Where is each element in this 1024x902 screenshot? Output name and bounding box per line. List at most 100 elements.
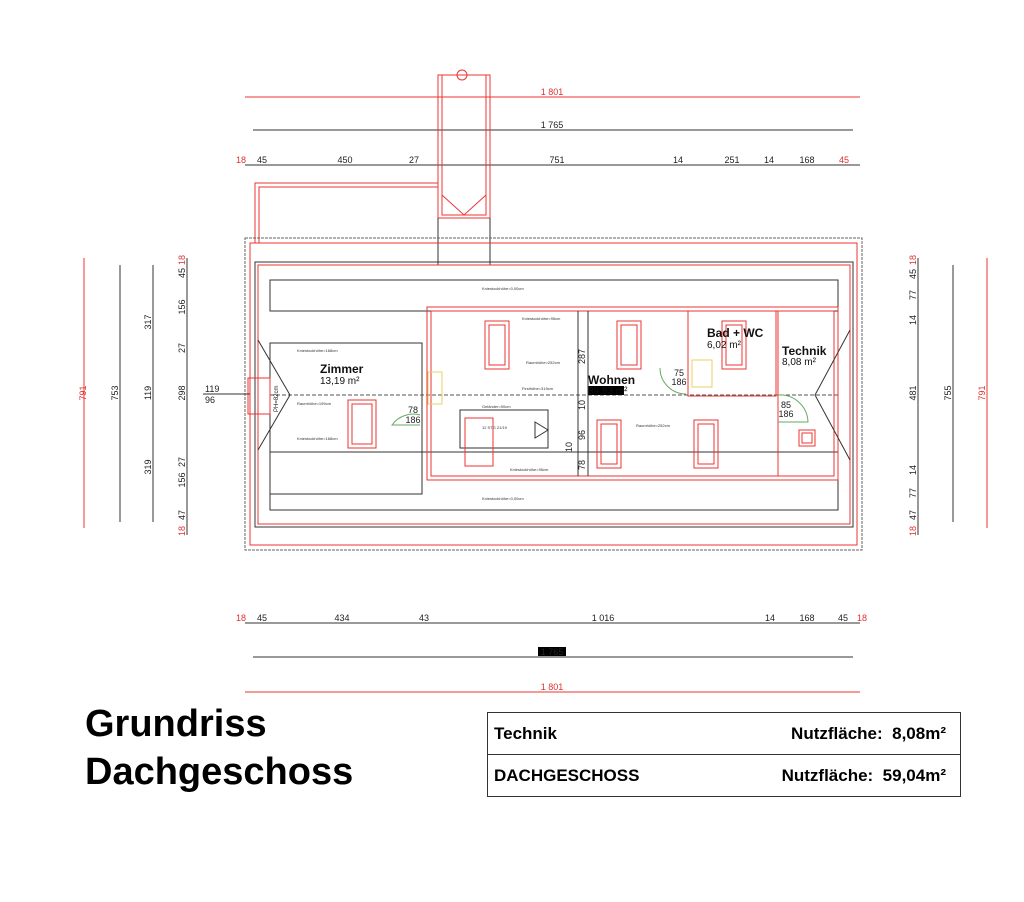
- dim: 287: [577, 349, 587, 364]
- dim: 27: [177, 457, 187, 467]
- dim-top-seg: 14: [673, 155, 683, 165]
- window-height: 96: [205, 395, 215, 405]
- note: Firsthöhe=319cm: [522, 386, 554, 391]
- dim: 168: [799, 613, 814, 623]
- dim-top-inner: 1 765: [541, 120, 564, 130]
- dim: 77: [908, 488, 918, 498]
- door-width: 85: [781, 400, 791, 410]
- dim-top-seg: 168: [799, 155, 814, 165]
- summary-value: 8,08m²: [892, 723, 946, 743]
- dim: 45: [177, 268, 187, 278]
- room-area: 6,02 m²: [707, 340, 742, 351]
- room-area: 39,83 m²: [588, 386, 628, 397]
- title-line: Dachgeschoss: [85, 751, 354, 793]
- plan-title: Grundriss Dachgeschoss: [85, 700, 353, 796]
- dim-top-seg: 14: [764, 155, 774, 165]
- bottom-dimensions: 18 45 434 43 1 016 14 168 45 18 1 765 1 …: [236, 613, 867, 693]
- right-dimensions: 18 45 77 14 481 14 77 47 18 755 791: [908, 255, 988, 536]
- dim: 18: [908, 255, 918, 265]
- note: Kniestockhöhe=95cm: [510, 467, 549, 472]
- dim-top-seg: 45: [257, 155, 267, 165]
- dim: 319: [143, 459, 153, 474]
- summary-row: DACHGESCHOSS Nutzfläche: 59,04m²: [488, 754, 960, 796]
- note: 12 STG 21/19: [482, 425, 508, 430]
- dim: 119: [143, 386, 153, 400]
- door-height: 186: [405, 415, 420, 425]
- door-width: 78: [408, 405, 418, 415]
- roof-windows: [347, 320, 816, 469]
- room-area: 8,08 m²: [782, 357, 817, 368]
- dim: 45: [908, 269, 918, 279]
- window-width: 119: [205, 384, 219, 394]
- dim: 791: [977, 385, 987, 400]
- dim: 78: [577, 460, 587, 470]
- top-dimensions: 1 801 1 765 18 45 450 27 751 14 251 14 1…: [236, 87, 860, 166]
- dim: 77: [908, 290, 918, 300]
- dim-top-seg: 251: [724, 155, 739, 165]
- building-outline: [244, 237, 863, 551]
- note: Kniestockhöhe=168cm: [297, 436, 338, 441]
- dim: 43: [419, 613, 429, 623]
- room-labels: Zimmer 13,19 m² Wohnen 39,83 m² Bad + WC…: [320, 326, 827, 397]
- dim: 27: [177, 343, 187, 353]
- dim: 791: [78, 385, 88, 400]
- dim: 156: [177, 472, 187, 487]
- doors: 78 186 75 186 85 186: [391, 367, 809, 426]
- summary-value: 59,04m²: [882, 765, 946, 785]
- dim: 18: [857, 613, 867, 623]
- summary-key: Nutzfläche:: [791, 723, 883, 743]
- dim: 47: [177, 510, 187, 520]
- height-notes: Kniestockhöhe=0,00cm Kniestockhöhe=0,00c…: [274, 286, 671, 501]
- dim: 14: [765, 613, 775, 623]
- note: Raumhöhe=252cm: [636, 423, 671, 428]
- dim: 18: [236, 613, 246, 623]
- door-height: 186: [778, 409, 793, 419]
- note: Kniestockhöhe=95cm: [522, 316, 561, 321]
- room-name: Bad + WC: [707, 326, 764, 340]
- wohnen-dimensions: 287 10 96 10 78: [564, 311, 589, 476]
- dim: 1 801: [541, 682, 564, 692]
- dim: 298: [177, 385, 187, 400]
- dim: 45: [838, 613, 848, 623]
- dim: 317: [143, 314, 153, 329]
- left-dimensions: 791 753 317 119 319 18 45 156 27 298 27 …: [78, 255, 250, 536]
- note: Geländer=90cm: [482, 404, 511, 409]
- summary-key: Nutzfläche:: [781, 765, 874, 785]
- area-summary-table: Technik Nutzfläche: 8,08m² DACHGESCHOSS …: [487, 712, 961, 797]
- summary-row: Technik Nutzfläche: 8,08m²: [488, 713, 960, 754]
- dim: 10: [577, 400, 587, 410]
- note: PH=82cm: [274, 385, 280, 412]
- dim: 434: [334, 613, 349, 623]
- room-area: 13,19 m²: [320, 376, 360, 387]
- dim: 18: [177, 526, 187, 536]
- dim: 96: [577, 430, 587, 440]
- dim: 14: [908, 315, 918, 325]
- dim-top-seg: 27: [409, 155, 419, 165]
- summary-label: DACHGESCHOSS: [494, 765, 640, 785]
- note: Raumhöhe=252cm: [526, 360, 561, 365]
- dim: 45: [257, 613, 267, 623]
- dim: 481: [908, 385, 918, 400]
- room-name: Zimmer: [320, 362, 364, 376]
- title-line: Grundriss: [85, 703, 267, 745]
- dim: 1 765: [541, 647, 564, 657]
- dim: 47: [908, 510, 918, 520]
- note: Kniestockhöhe=0,00cm: [482, 496, 524, 501]
- dim: 753: [110, 385, 120, 400]
- dim-top-seg: 450: [337, 155, 352, 165]
- dim-top-outer: 1 801: [541, 87, 564, 97]
- dim: 18: [177, 255, 187, 265]
- door-height: 186: [671, 377, 686, 387]
- dim: 10: [564, 442, 574, 452]
- dim-top-seg: 751: [549, 155, 564, 165]
- dim: 18: [908, 526, 918, 536]
- note: Kniestockhöhe=0,00cm: [482, 286, 524, 291]
- dim-top-seg: 18: [236, 155, 246, 165]
- door-width: 75: [674, 368, 684, 378]
- summary-label: Technik: [494, 723, 557, 743]
- note: Raumhöhe=199cm: [297, 401, 332, 406]
- dim: 14: [908, 465, 918, 475]
- dim: 156: [177, 299, 187, 314]
- note: Kniestockhöhe=168cm: [297, 348, 338, 353]
